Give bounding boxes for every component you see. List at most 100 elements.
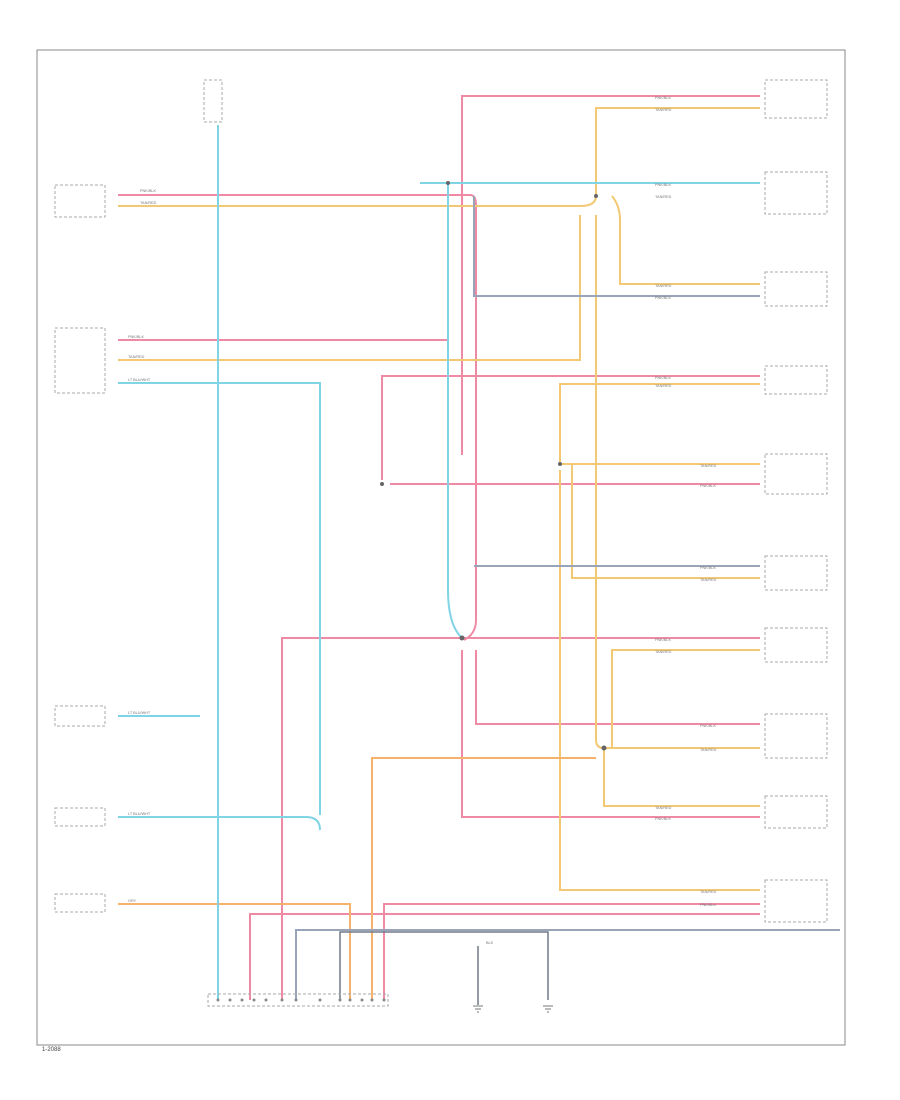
- dark-wires: [339, 931, 549, 1005]
- splice-dot-2: [601, 745, 607, 751]
- figure-id: 1-2088: [42, 1047, 61, 1053]
- component-box-right-8: [764, 713, 828, 759]
- connector-pin: [360, 998, 364, 1002]
- wire-label: TAN/RED: [655, 650, 672, 654]
- wire-orange-left: [118, 903, 351, 1000]
- wire-label: TAN/RED: [655, 195, 672, 199]
- wire-tan-left-2: [118, 215, 581, 361]
- wire-label: TAN/RED: [128, 355, 145, 359]
- splice-dot-3: [558, 462, 562, 466]
- component-box-right-9: [764, 795, 828, 829]
- wire-label: BLK: [486, 941, 494, 945]
- wire-label: LT BLU/WHT: [128, 812, 151, 816]
- ground-icon-1: [473, 1005, 483, 1013]
- splice-dot-4: [380, 482, 384, 486]
- connector-pin: [348, 998, 352, 1002]
- wire-pnk-mid-1: [381, 375, 760, 480]
- component-box-right-2: [764, 171, 828, 215]
- components: [54, 79, 828, 1007]
- wire-label: LT BLU/WHT: [128, 711, 151, 715]
- connector-pin: [280, 998, 284, 1002]
- wire-label: TAN/RED: [700, 890, 717, 894]
- connector-pin: [216, 998, 220, 1002]
- wire-orange-mid: [371, 757, 596, 1000]
- component-box-right-10: [764, 879, 828, 923]
- wire-label: PNK/BLK: [700, 903, 717, 907]
- wire-pnk-low-1: [461, 650, 760, 818]
- ground-icon-2: [543, 1005, 553, 1013]
- gray-wires: [295, 196, 840, 1000]
- wire-label: PNK/BLK: [655, 638, 672, 642]
- wire-label: PNK/BLK: [655, 96, 672, 100]
- wire-tan-right-1: [611, 195, 760, 285]
- connector-pin: [382, 998, 386, 1002]
- splice-dot-5: [446, 181, 450, 185]
- wire-label: TAN/RED: [700, 748, 717, 752]
- wire-blk-bus: [339, 931, 549, 1000]
- wire-label: PNK/BLK: [128, 335, 145, 339]
- connector-pin: [240, 998, 244, 1002]
- component-box-right-4: [764, 365, 828, 395]
- wire-label: TAN/RED: [700, 578, 717, 582]
- wire-pnk-bus: [281, 637, 760, 1000]
- splices: [380, 181, 607, 751]
- wire-tan-right-3: [611, 649, 760, 748]
- wire-gry-low: [295, 929, 840, 1000]
- connector-pin: [294, 998, 298, 1002]
- pink-wires: [118, 95, 760, 1000]
- diagram-frame: [36, 49, 846, 1046]
- wire-ltblu-left: [118, 382, 321, 815]
- wire-pnk-low-2: [383, 903, 760, 1000]
- wire-label: PNK/BLK: [700, 484, 717, 488]
- wire-tan-top: [595, 107, 760, 195]
- wire-label: PNK/BLK: [655, 296, 672, 300]
- wire-label: TAN/RED: [655, 806, 672, 810]
- connector-pin: [252, 998, 256, 1002]
- connector-pin: [318, 998, 322, 1002]
- component-box-left-5: [54, 893, 106, 913]
- wire-label: TAN/RED: [700, 464, 717, 468]
- wires: [118, 95, 840, 1005]
- connector-pin: [228, 998, 232, 1002]
- component-box-switch: [203, 79, 223, 123]
- wire-label: TAN/RED: [655, 384, 672, 388]
- wire-tan-right-4: [603, 748, 760, 807]
- wire-pnk-top: [461, 95, 760, 455]
- component-box-right-1: [764, 79, 828, 119]
- wire-tan-vert-1: [571, 464, 760, 579]
- component-box-right-3: [764, 271, 828, 307]
- component-box-left-1: [54, 184, 106, 218]
- connector-pin: [370, 998, 374, 1002]
- wire-label: LT BLU/WHT: [128, 378, 151, 382]
- wire-tan-left-1: [118, 195, 597, 207]
- component-box-right-7: [764, 627, 828, 663]
- wire-ltblu-3: [118, 816, 321, 831]
- component-box-left-3: [54, 705, 106, 727]
- wire-gry-top: [473, 196, 760, 297]
- ground-symbols: [473, 1005, 553, 1013]
- wire-label: TAN/RED: [140, 201, 157, 205]
- component-box-left-4: [54, 807, 106, 827]
- wire-label: PNK/BLK: [700, 566, 717, 570]
- wire-label: PNK/BLK: [655, 817, 672, 821]
- wire-tan-vert-2: [559, 470, 760, 891]
- wire-label: TAN/RED: [655, 284, 672, 288]
- wire-pnk-right-1: [475, 650, 760, 725]
- wire-label: PNK/BLK: [140, 189, 157, 193]
- wire-pnk-left-1: [118, 194, 477, 641]
- tan-wires: [118, 107, 760, 891]
- light-blue-wires: [118, 125, 760, 1000]
- wire-pnk-low-3: [249, 913, 760, 1000]
- component-box-right-5: [764, 453, 828, 495]
- data-link-connector: [207, 993, 389, 1007]
- wire-tan-mid: [559, 383, 760, 464]
- wire-label: GRY: [128, 899, 137, 903]
- splice-dot-1: [459, 635, 465, 641]
- component-box-right-6: [764, 555, 828, 591]
- wire-ltblu-drop: [447, 183, 463, 639]
- wire-label: PNK/BLK: [700, 724, 717, 728]
- splice-dot-6: [594, 194, 598, 198]
- connector-pins: [216, 998, 386, 1002]
- wire-tan-vert-3: [595, 215, 605, 749]
